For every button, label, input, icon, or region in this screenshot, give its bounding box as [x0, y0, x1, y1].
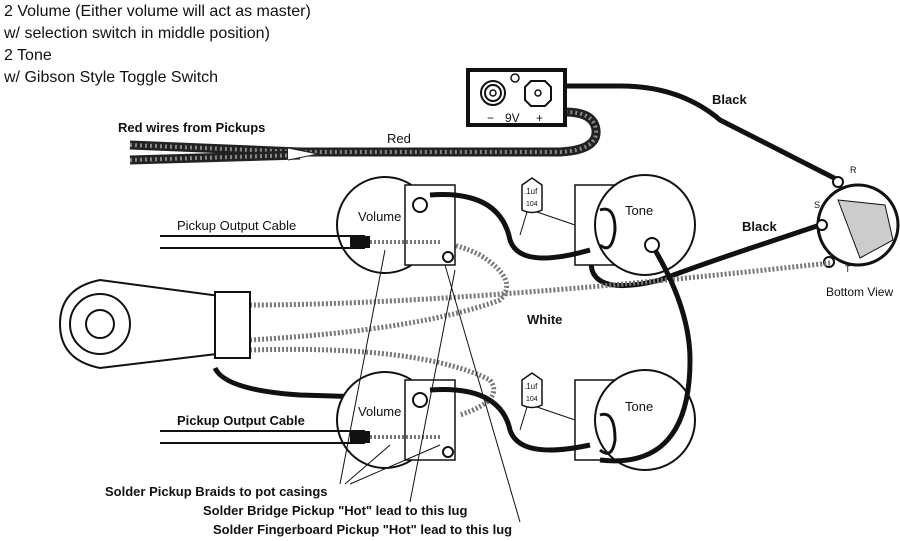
black-label-top: Black	[712, 92, 747, 107]
red-wire	[129, 107, 601, 165]
header-line-1: 2 Volume (Either volume will act as mast…	[4, 3, 311, 20]
tone-bottom-label: Tone	[625, 399, 653, 414]
volume-to-tone-wire-bottom	[429, 387, 591, 453]
header-line-3: 2 Tone	[4, 47, 52, 64]
pickup-cable-bottom	[160, 430, 440, 444]
pickup-cable-bottom-label: Pickup Output Cable	[177, 413, 305, 428]
header-line-4: w/ Gibson Style Toggle Switch	[4, 69, 219, 86]
capacitor-bottom-code: 104	[526, 396, 538, 403]
capacitor-top-code: 104	[526, 201, 538, 208]
volume-to-tone-wire-top	[429, 192, 591, 261]
volume-pot-bottom	[336, 371, 456, 469]
tone-pot-top	[574, 174, 696, 276]
pickup-cable-top	[160, 235, 440, 249]
tone-pot-bottom	[574, 369, 696, 471]
tone-top-label: Tone	[625, 203, 653, 218]
pickup-cable-top-label: Pickup Output Cable	[177, 218, 296, 233]
note-braids: Solder Pickup Braids to pot casings	[105, 484, 328, 499]
output-jack	[816, 176, 900, 268]
jack-s-label: S	[814, 200, 820, 210]
black-wire-top	[565, 83, 840, 183]
volume-pot-top	[336, 176, 456, 274]
white-label: White	[527, 312, 562, 327]
battery-plus: +	[536, 111, 543, 125]
white-wire	[249, 260, 831, 308]
volume-top-label: Volume	[358, 209, 401, 224]
jack-t-label: T	[845, 264, 851, 274]
capacitor-bottom-value: .1uf	[524, 382, 538, 391]
header-line-2: w/ selection switch in middle position)	[4, 25, 270, 42]
tone-ground-wire	[599, 248, 693, 464]
note-fingerboard-hot: Solder Fingerboard Pickup "Hot" lead to …	[213, 522, 512, 537]
annotation-leader-lines	[339, 249, 521, 523]
volume-bottom-label: Volume	[358, 404, 401, 419]
capacitor-bottom	[519, 372, 576, 431]
jack-r-label: R	[850, 165, 857, 175]
white-wire-top-loop	[249, 241, 510, 343]
black-label-mid: Black	[742, 219, 777, 234]
battery-minus: −	[487, 111, 494, 125]
jack-bottom-view-label: Bottom View	[826, 285, 893, 299]
capacitor-top	[519, 177, 576, 236]
note-bridge-hot: Solder Bridge Pickup "Hot" lead to this …	[203, 503, 467, 518]
battery-9v	[466, 68, 567, 127]
red-label: Red	[387, 131, 411, 146]
toggle-switch	[58, 278, 401, 401]
battery-voltage: 9V	[505, 111, 520, 125]
white-wire-bottom-loop	[249, 346, 497, 418]
capacitor-top-value: .1uf	[524, 187, 538, 196]
red-wires-label: Red wires from Pickups	[118, 120, 265, 135]
